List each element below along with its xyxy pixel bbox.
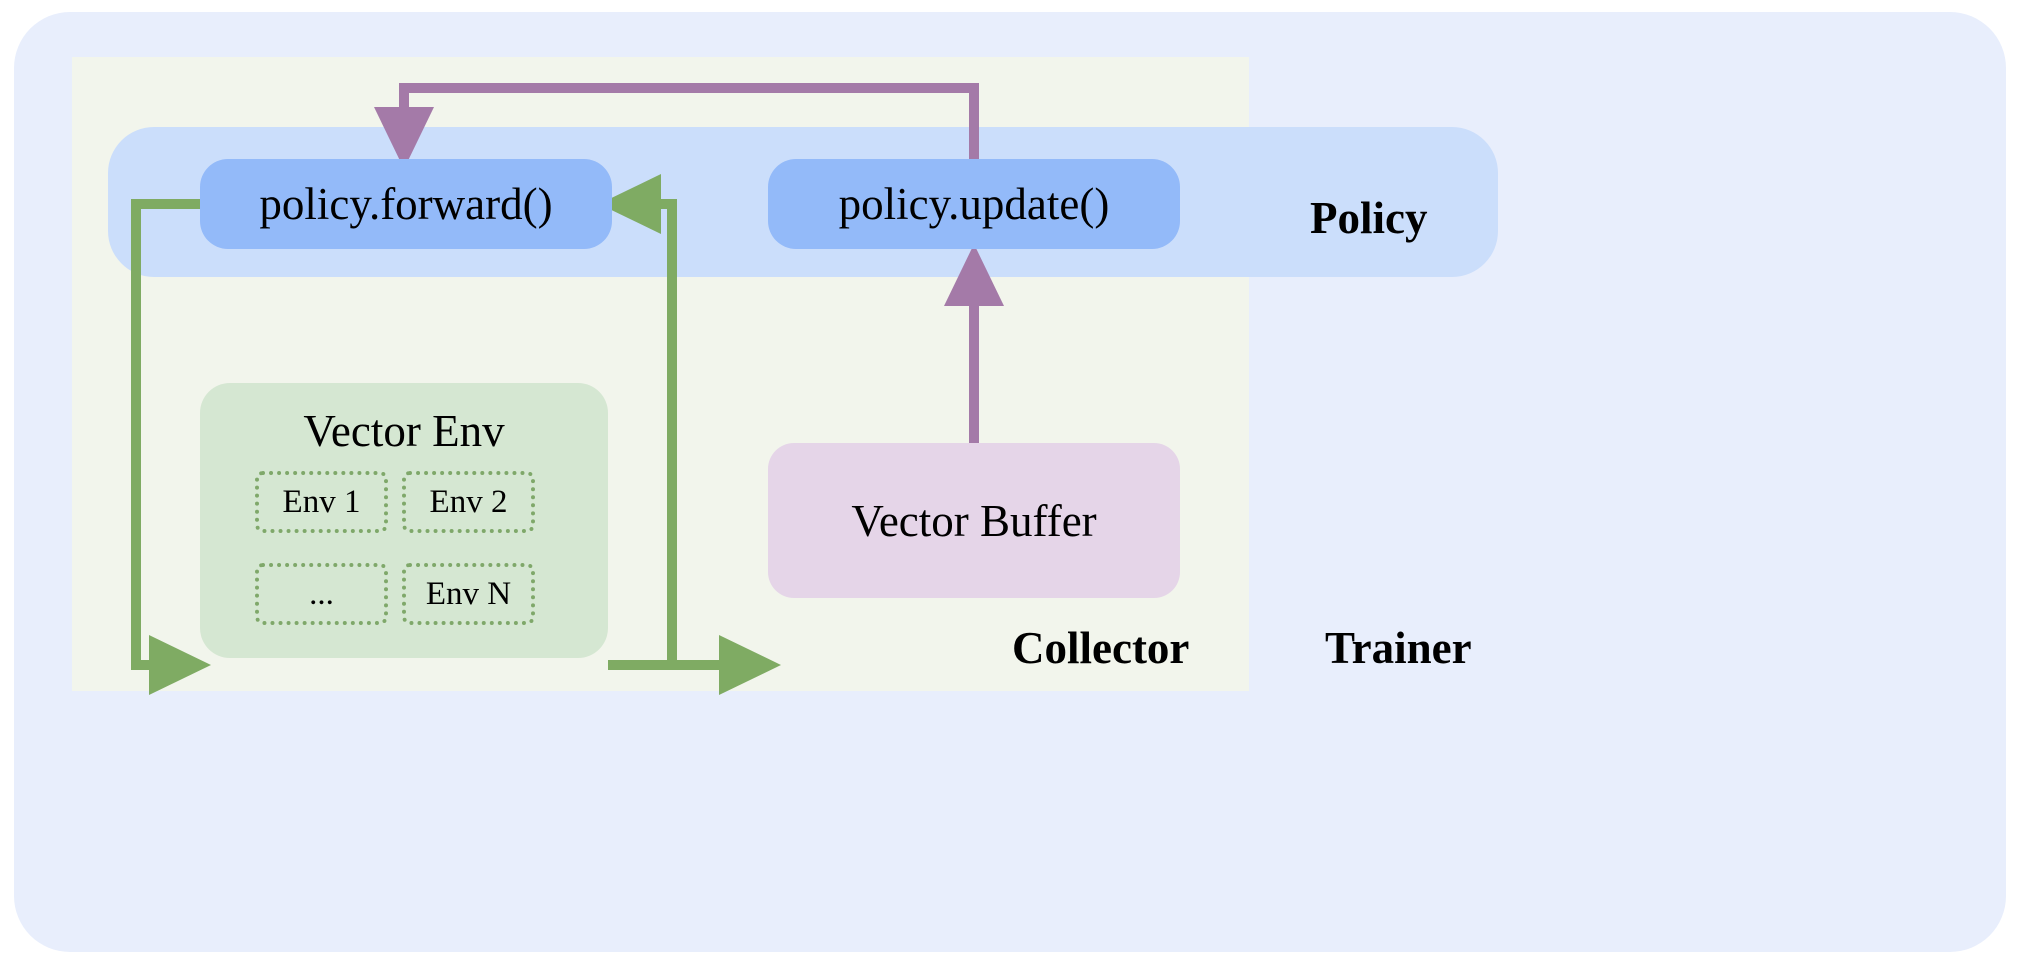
env-cell-1-label: Env 1 [282, 483, 361, 520]
node-vector-buffer[interactable]: Vector Buffer [768, 443, 1180, 598]
node-vector-env[interactable]: Vector Env Env 1 Env 2 ... Env N [200, 383, 608, 658]
node-vector-buffer-label: Vector Buffer [851, 495, 1097, 546]
env-cell-ellipsis[interactable]: ... [255, 563, 388, 625]
env-grid: Env 1 Env 2 ... Env N [255, 471, 555, 625]
env-cell-n[interactable]: Env N [402, 563, 535, 625]
env-cell-2[interactable]: Env 2 [402, 471, 535, 533]
collector-container-label: Collector [1012, 623, 1190, 673]
node-policy-forward[interactable]: policy.forward() [200, 159, 612, 249]
node-policy-update-label: policy.update() [838, 179, 1110, 229]
policy-container-label: Policy [1310, 193, 1428, 243]
trainer-container-label: Trainer [1325, 623, 1472, 673]
node-policy-forward-label: policy.forward() [259, 179, 553, 229]
node-vector-env-label: Vector Env [303, 406, 505, 456]
env-cell-2-label: Env 2 [429, 483, 508, 520]
env-cell-ellipsis-label: ... [309, 575, 334, 612]
node-policy-update[interactable]: policy.update() [768, 159, 1180, 249]
env-cell-n-label: Env N [425, 575, 512, 612]
env-cell-1[interactable]: Env 1 [255, 471, 388, 533]
